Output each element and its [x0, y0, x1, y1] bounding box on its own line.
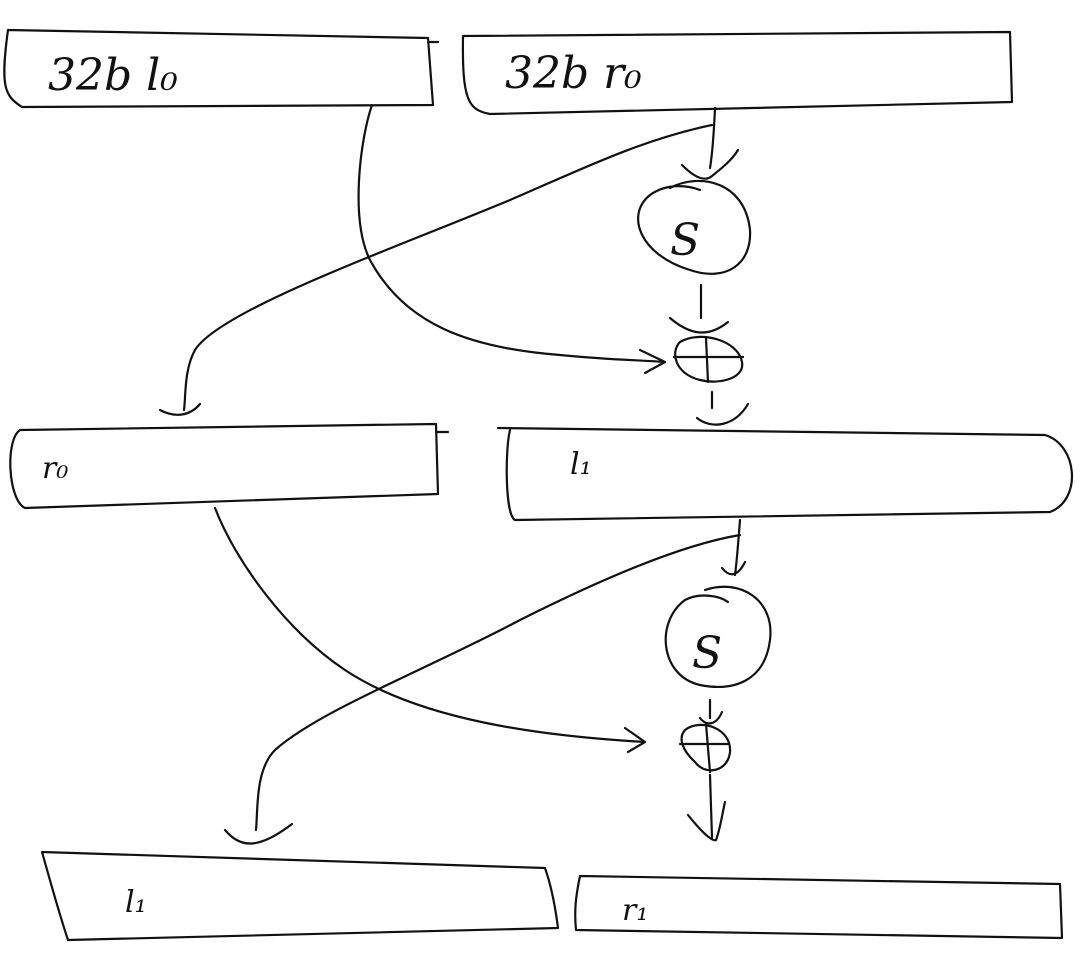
s-function-1-symbol: S — [670, 215, 700, 266]
xor-1 — [672, 335, 745, 384]
box-l1prime — [40, 850, 560, 942]
arrow-l1-to-s2 — [720, 518, 747, 577]
arrow-xor2-to-r1 — [686, 773, 727, 842]
s-function-2-symbol: S — [692, 628, 722, 679]
arrow-r0prime-to-xor2 — [213, 506, 647, 754]
box-l1-label: l₁ — [570, 447, 592, 482]
arrow-r0-to-r0prime — [158, 123, 714, 416]
box-r1 — [574, 874, 1064, 940]
s-function-1 — [637, 179, 752, 275]
s-function-2 — [664, 585, 772, 688]
arrow-xor1-to-l1 — [695, 390, 750, 426]
box-l0 — [3, 28, 440, 109]
box-r0prime — [9, 422, 450, 510]
arrow-l0-to-xor1 — [357, 103, 667, 375]
box-r0prime-label: r₀ — [42, 451, 68, 486]
box-r0-label: 32b r₀ — [505, 48, 642, 99]
arrow-s2-to-xor2 — [698, 698, 724, 725]
box-r0 — [461, 30, 1014, 116]
arrow-s1-to-xor1 — [668, 283, 730, 334]
arrow-l1-to-r1prime — [223, 533, 742, 845]
xor-2 — [678, 722, 732, 774]
box-l1prime-label: l₁ — [125, 885, 147, 920]
box-l0-label: 32b l₀ — [48, 50, 178, 101]
box-r1-label: r₁ — [622, 893, 648, 928]
box-l1 — [496, 426, 1073, 522]
arrow-r0-to-s1 — [680, 106, 740, 180]
